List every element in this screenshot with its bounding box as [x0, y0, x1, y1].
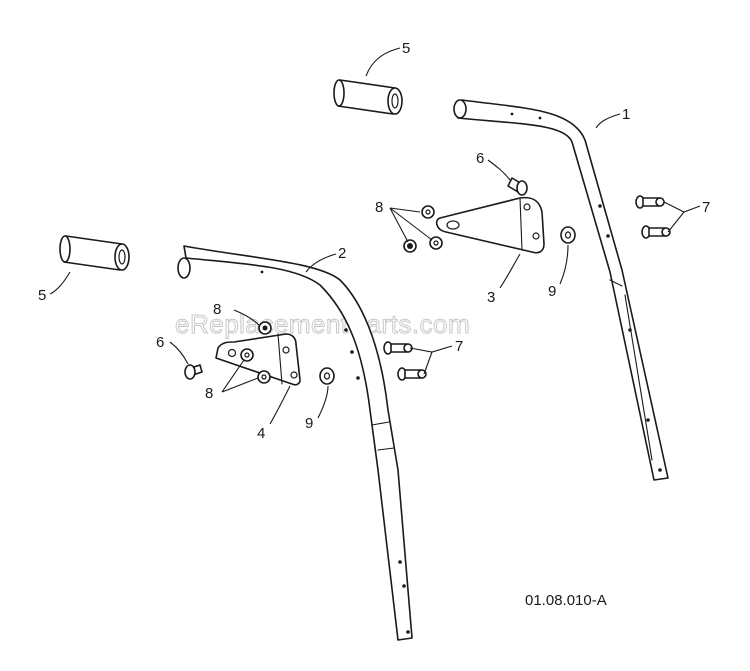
callout-8-upper: 8: [375, 199, 383, 216]
nut-washer-set-lower: [240, 321, 272, 384]
nut-washer-set-upper: [403, 205, 443, 253]
callout-9-lower: 9: [305, 415, 313, 432]
bolt-upper-1: [635, 195, 665, 209]
leader-lines: [49, 47, 701, 425]
callout-3: 3: [487, 289, 495, 306]
callout-8-lower: 8: [205, 385, 213, 402]
callout-7-upper: 7: [702, 199, 710, 216]
callout-2: 2: [338, 245, 346, 262]
grip-lower: [59, 235, 130, 271]
callout-9-upper: 9: [548, 283, 556, 300]
washer-upper: [560, 226, 576, 244]
callout-7-lower: 7: [455, 338, 463, 355]
callout-8-lower-top: 8: [213, 301, 221, 318]
callout-6-upper: 6: [476, 150, 484, 167]
bracket-left: [215, 333, 301, 386]
carriage-bolt-lower: [184, 364, 203, 380]
callout-4: 4: [257, 425, 265, 442]
callout-1: 1: [622, 106, 630, 123]
carriage-bolt-upper: [507, 177, 528, 196]
handle-tube-left: [177, 245, 413, 641]
bolt-upper-2: [641, 225, 671, 239]
callout-6-lower: 6: [156, 334, 164, 351]
handle-tube-right: [453, 99, 669, 481]
grip-upper: [333, 79, 403, 115]
callout-5-lower: 5: [38, 287, 46, 304]
bolt-lower-1: [383, 341, 413, 355]
callout-5-upper: 5: [402, 40, 410, 57]
document-reference: 01.08.010-A: [525, 592, 607, 609]
bolt-lower-2: [397, 367, 427, 381]
watermark-text: eReplacementParts.com: [175, 309, 470, 339]
washer-lower: [319, 367, 335, 385]
bracket-right: [435, 196, 545, 254]
